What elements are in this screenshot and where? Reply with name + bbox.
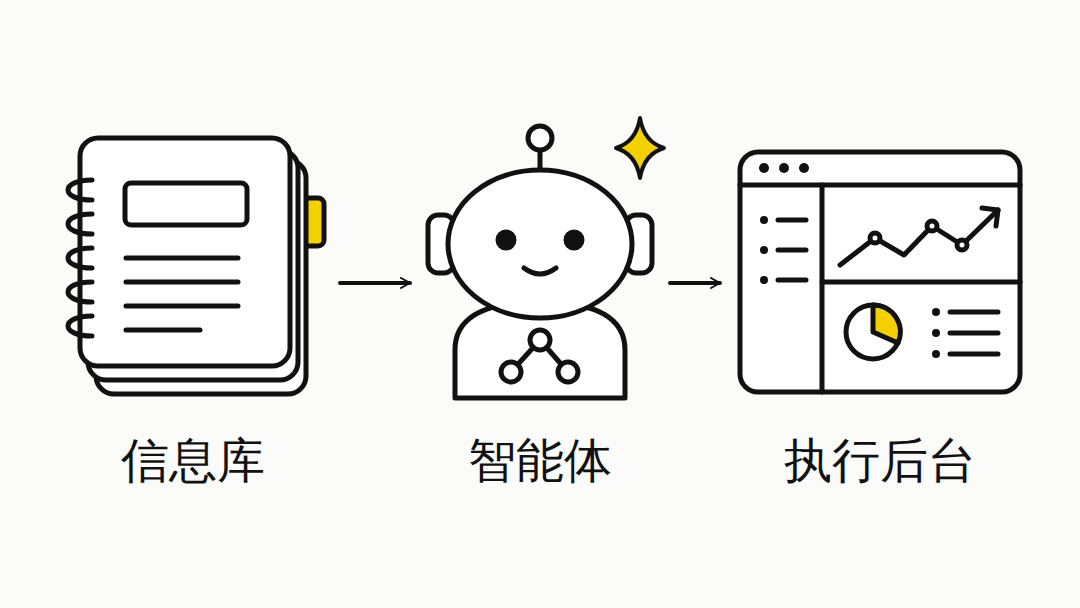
node-label: 信息库 (55, 432, 330, 488)
node-label: 执行后台 (730, 432, 1030, 488)
notebook-node: 信息库 (55, 110, 330, 496)
dashboard-node: 执行后台 (730, 110, 1030, 496)
robot-node: 智能体 (420, 110, 660, 496)
flow-arrow (670, 281, 720, 285)
notebook-icon (68, 138, 324, 394)
flow-arrow (340, 281, 410, 285)
node-label: 智能体 (420, 432, 660, 488)
robot-icon (428, 118, 664, 398)
dashboard-icon (740, 152, 1020, 392)
